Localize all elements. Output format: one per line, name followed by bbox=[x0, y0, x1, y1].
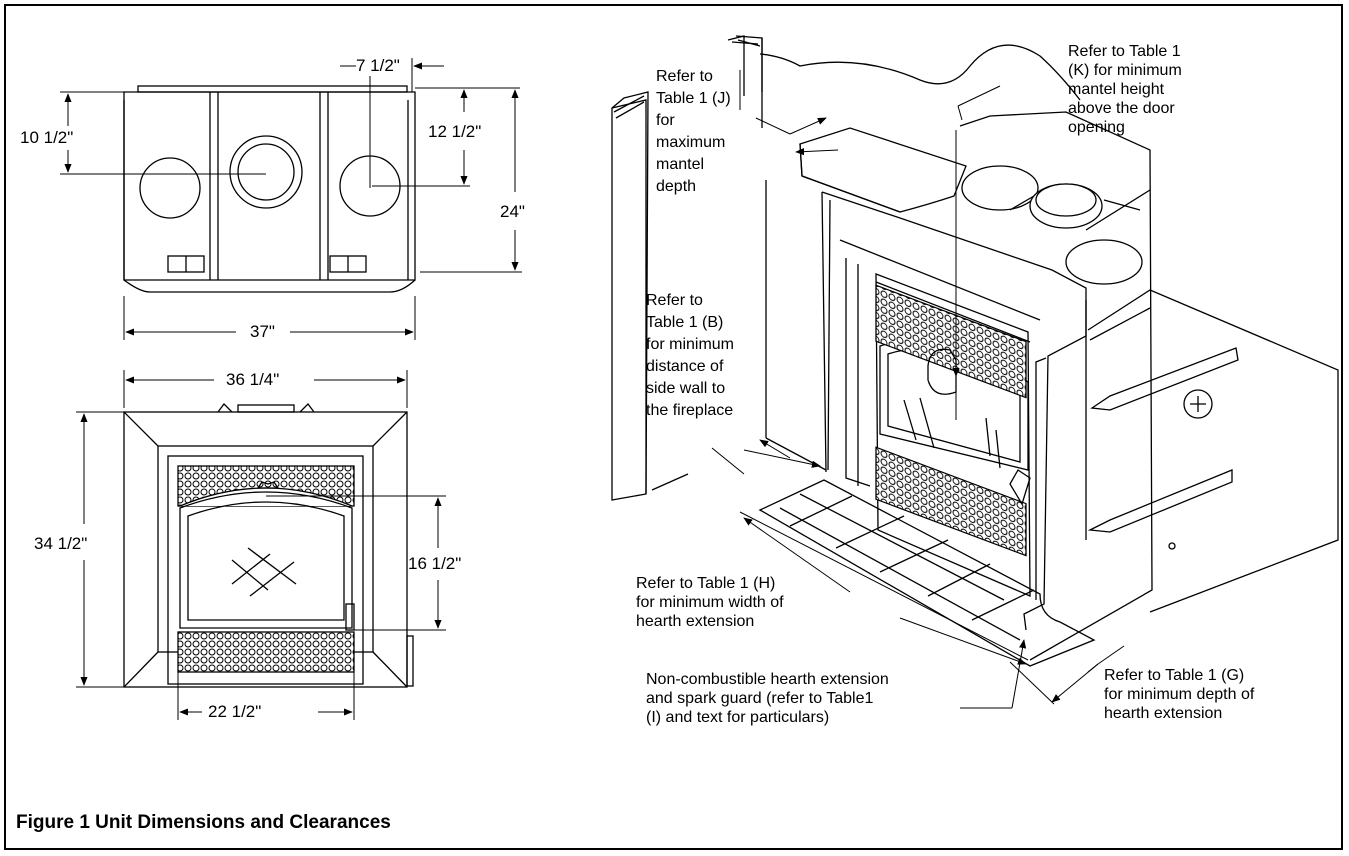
callout-hearth-extension: Non-combustible hearth extension and spa… bbox=[646, 671, 889, 726]
top-view-dim-right-depth: 12 1/2" bbox=[428, 122, 482, 142]
callout-mantel-height: Refer to Table 1 (K) for minimum mantel … bbox=[1068, 43, 1182, 136]
top-view-drawing bbox=[123, 85, 416, 293]
figure-caption: Figure 1 Unit Dimensions and Clearances bbox=[16, 812, 391, 833]
top-view-dim-left-depth: 10 1/2" bbox=[20, 128, 74, 148]
top-view-dim-width: 37" bbox=[250, 322, 275, 342]
top-view-dimension-lines bbox=[60, 58, 522, 340]
top-view-dim-offset: 7 1/2" bbox=[356, 56, 400, 76]
isometric-wall bbox=[611, 35, 1081, 501]
figure-frame bbox=[4, 4, 1343, 850]
isometric-fireplace bbox=[758, 111, 1339, 667]
front-view-dim-width: 36 1/4" bbox=[226, 370, 280, 390]
callout-mantel-depth: Refer to Table 1 (J) for maximum mantel … bbox=[656, 68, 731, 195]
callout-hearth-width: Refer to Table 1 (H) for minimum width o… bbox=[636, 575, 784, 630]
front-view-drawing bbox=[123, 403, 414, 688]
front-view-dim-door-height: 16 1/2" bbox=[408, 554, 462, 574]
callout-side-wall: Refer to Table 1 (B) for minimum distanc… bbox=[646, 292, 735, 419]
front-view-dim-opening-width: 22 1/2" bbox=[208, 702, 262, 722]
top-view-dim-height: 24" bbox=[500, 202, 525, 222]
front-view-dim-height: 34 1/2" bbox=[34, 534, 88, 554]
isometric-leader-lines bbox=[711, 70, 1125, 709]
callout-hearth-depth: Refer to Table 1 (G) for minimum depth o… bbox=[1104, 667, 1255, 722]
front-view-dimension-lines bbox=[76, 370, 446, 720]
